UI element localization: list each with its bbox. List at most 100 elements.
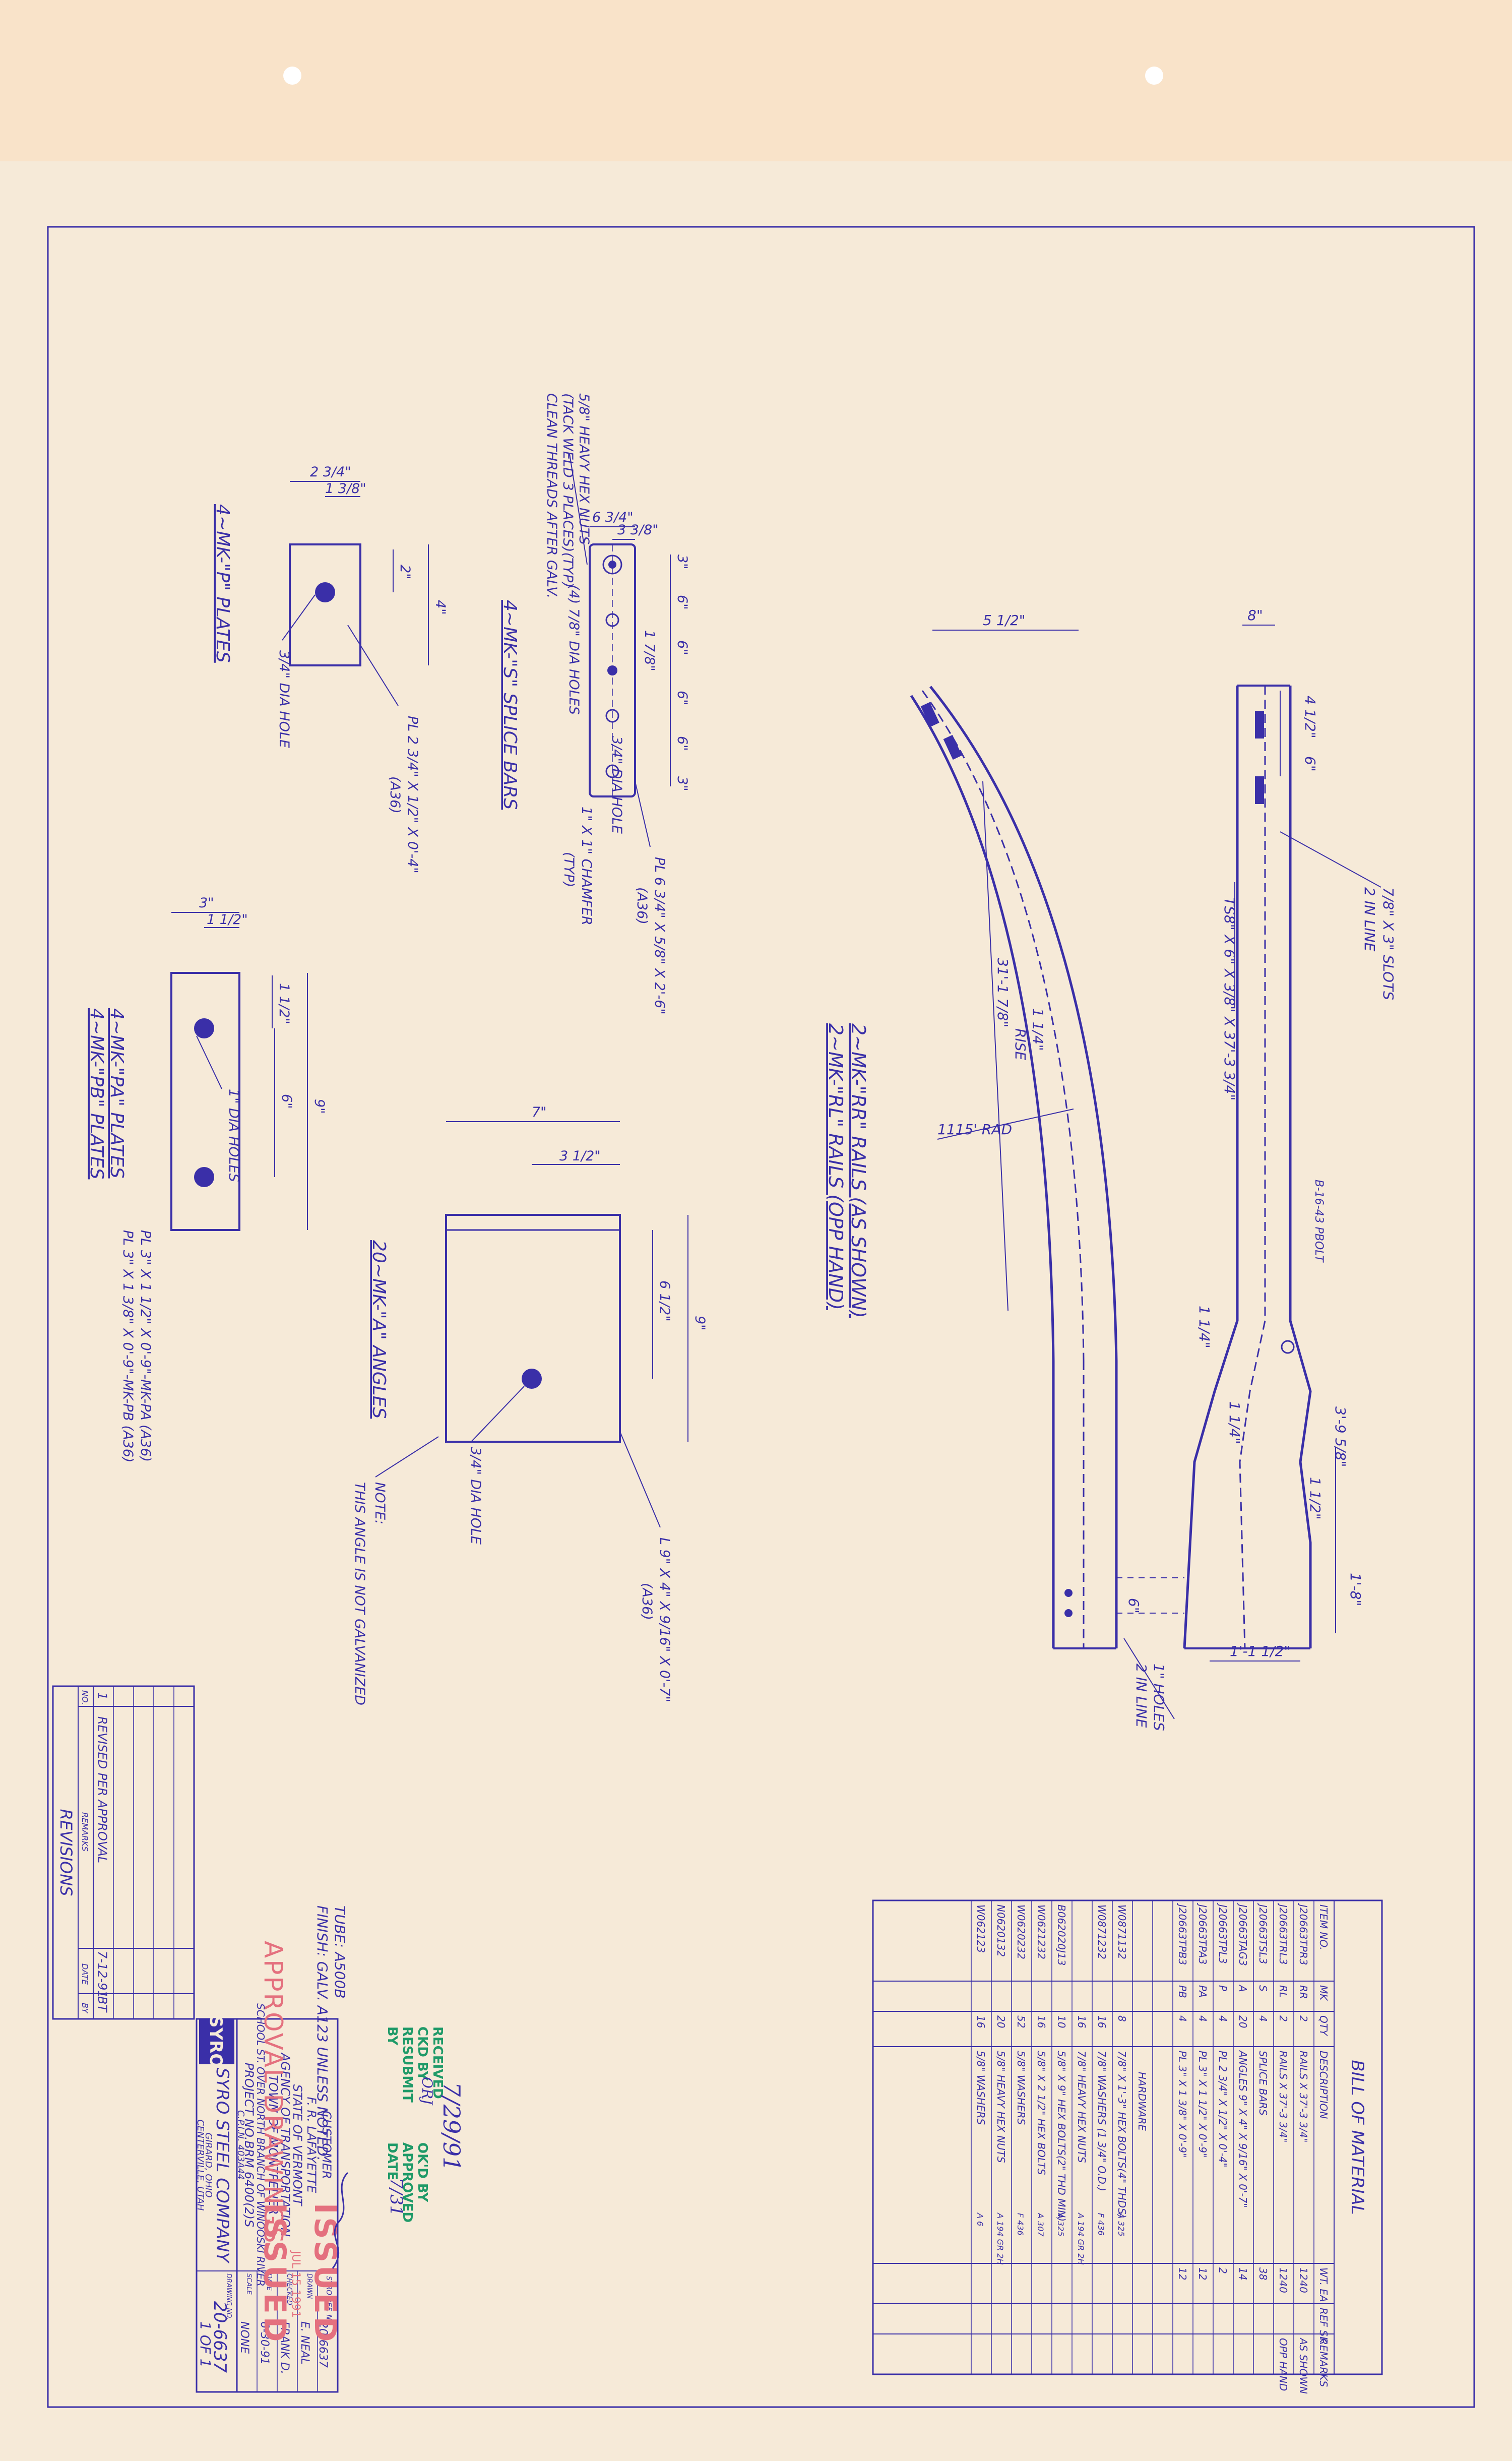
angle-dim-6-1-2: 6 1/2": [657, 1280, 672, 1322]
bom-cell: OPP HAND: [1277, 2338, 1289, 2391]
splice-title: 4~MK-"S" SPLICE BARS: [499, 600, 520, 810]
angle-drawing: 7" 3 1/2" 6 1/2" 9" 3/4" DIA HOLE L 9" X…: [352, 1104, 708, 1705]
stamp-received: RECEIVED: [430, 2026, 445, 2099]
angle-a36: (A36): [639, 1583, 655, 1620]
bom-cell: A: [1237, 1984, 1249, 1992]
dim-rail-1-1-2: 1 1/2": [1307, 1477, 1324, 1520]
punch-hole-right: [1145, 67, 1163, 85]
tb-ref-no: 20-6637: [317, 2321, 329, 2368]
p-dim-2-3-4: 2 3/4": [310, 464, 351, 480]
dim-rail-6: 6": [1302, 756, 1318, 772]
bom-cell: 4: [1176, 2015, 1188, 2022]
angle-hole: [522, 1369, 542, 1389]
pa-plate-outline: [170, 972, 240, 1231]
bom-hw-cell: 5/8" WASHERS: [1015, 2051, 1027, 2125]
pa-plate-title-2: 4~MK-"PB" PLATES: [86, 1008, 107, 1179]
handwritten-signature: [332, 2172, 349, 2269]
bom-column-lines: [873, 1900, 1334, 2374]
dim-rail-1-1-4a: 1 1/4": [1196, 1306, 1213, 1348]
bom-hw-grade: F 436: [1096, 2213, 1106, 2236]
bom-cell: PA: [1196, 1985, 1209, 1998]
p-plate-drawing: 2 3/4" 1 3/8" 2" 4" 3/4" DIA HOLE PL 2 3…: [212, 464, 448, 874]
bom-cell: J20663TPL3: [1217, 1902, 1229, 1964]
bom-cell: SPLICE BARS: [1257, 2051, 1269, 2116]
splice-spacing-3: 6": [674, 691, 690, 706]
stamp-hand-init: ORJ: [419, 2077, 435, 2106]
splice-spacing-4: 6": [674, 736, 690, 751]
bom-cell: J20663TPB3: [1176, 1902, 1188, 1965]
bom-hw-cell: N0620132: [995, 1904, 1007, 1957]
bom-hw-grade: A 325: [1116, 2212, 1126, 2237]
bom-cell: J20663TRL3: [1277, 1902, 1289, 1965]
tb-project: PROJECT NO.BRM 6400(2)S: [242, 2063, 256, 2228]
rail-section-note: TS8" X 6" X 3/8" X 37'-3 3/4": [1221, 897, 1238, 1100]
bom-cell: J20663TPR3: [1297, 1902, 1309, 1965]
bom-cell: 2: [1217, 2267, 1229, 2274]
syro-logo: [199, 2019, 234, 2064]
bom-cell: J20663TSL3: [1257, 1902, 1269, 1964]
rail-holes-note-2: 2 IN LINE: [1133, 1664, 1150, 1728]
bom-cell: AS SHOWN: [1297, 2337, 1309, 2394]
pa-dim-1-1-2b: 1 1/2": [276, 983, 292, 1024]
rev-col-date: DATE: [80, 1963, 90, 1985]
bom-cell: 38: [1257, 2267, 1269, 2280]
tb-company: SYRO STEEL COMPANY: [212, 2068, 232, 2264]
bom-hw-cell: 7/8" HEAVY HEX NUTS: [1076, 2051, 1088, 2163]
rail-title-rr: 2~MK-"RR" RAILS (AS SHOWN): [847, 1023, 869, 1318]
bom-hw-cell: 5/8" HEAVY HEX NUTS: [995, 2051, 1007, 2163]
bom-cell: RL: [1277, 1985, 1289, 1998]
rev-col-no: NO.: [80, 1690, 90, 1705]
pa-dim-9: 9": [311, 1099, 327, 1114]
bom-hw-cell: B062020J13: [1055, 1904, 1067, 1965]
tb-drawn-label: DRAWN: [305, 2273, 313, 2299]
bom-header: MK: [1317, 1985, 1330, 2001]
rail-curve-top: [910, 695, 1055, 1362]
angle-section: L 9" X 4" X 9/16" X 0'-7": [657, 1537, 672, 1702]
p-plate-title: 4~MK-"P" PLATES: [212, 504, 233, 663]
rev-col-desc: REMARKS: [80, 1812, 90, 1852]
splice-note-1: 5/8" HEAVY HEX NUTS: [576, 393, 592, 545]
bom-hw-cell: W0621232: [1035, 1904, 1047, 1959]
dim-rail-3-9-5-8: 3'-9 5/8": [1332, 1406, 1349, 1467]
bom-cell: J20663TAG3: [1237, 1902, 1249, 1966]
stamp-approved: APPROVED: [400, 2142, 415, 2223]
rail-slots-note-2: 2 IN LINE: [1361, 887, 1378, 952]
bom-hw-grade: F 436: [1016, 2213, 1025, 2236]
bom-hw-cell: 5/8" WASHERS: [975, 2051, 987, 2125]
bom-header: DESCRIPTION: [1317, 2051, 1330, 2119]
stamp-issued-2: ISSUED: [307, 2203, 343, 2345]
tb-agency-2: AGENCY OF TRANSPORTATION: [278, 2052, 292, 2237]
splice-dim-6-3-4: 6 3/4": [592, 510, 634, 525]
splice-spacing-0: 3": [674, 555, 690, 570]
bom-title: BILL OF MATERIAL: [1347, 2060, 1367, 2214]
bom-cell: 4: [1257, 2015, 1269, 2022]
bom-hw-cell: W062123: [975, 1904, 987, 1953]
bom-hw-grade: A 194 GR 2H: [995, 2212, 1005, 2264]
bom-hw-cell: 16: [1096, 2015, 1108, 2028]
title-block: CUSTOMER F. R. LAFAYETTE STATE OF VERMON…: [195, 2003, 339, 2393]
dim-rail-5-1-2: 5 1/2": [983, 612, 1026, 629]
pa-dim-3: 3": [199, 895, 214, 911]
angle-hole-note: 3/4" DIA HOLE: [468, 1447, 483, 1545]
syro-logo-text: SYRO: [206, 2015, 226, 2068]
bom-cell: J20663TPA3: [1196, 1902, 1209, 1964]
bom-cell: PL 2 3/4" X 1/2" X 0'-4": [1217, 2051, 1229, 2168]
dim-rail-1-8: 1'-8": [1347, 1573, 1364, 1606]
bom-hw-cell: 5/8" X 2 1/2" HEX BOLTS: [1035, 2051, 1047, 2175]
bom-cell: RAILS X 37'-3 3/4": [1297, 2051, 1309, 2142]
bom-hw-grade: A 194 GR 2H: [1076, 2212, 1086, 2264]
tb-sheet: 1 OF 1: [197, 2321, 214, 2368]
dim-rail-6b: 6": [1125, 1598, 1142, 1614]
p-plate-outline: [289, 543, 361, 666]
tb-cpi: C.P.I.N. 403A44: [235, 2110, 246, 2180]
pa-holes-note: 1" DIA HOLES: [226, 1089, 241, 1182]
paper-tint: [0, 0, 1512, 161]
tb-dwg-label: DRAWING NO.: [225, 2273, 232, 2320]
splice-spacing-5: 3": [674, 776, 690, 791]
dim-rail-8: 8": [1247, 607, 1263, 624]
rev-row-date: 7-12-91: [95, 1951, 109, 1998]
tb-checked-label: CHECKED: [285, 2273, 293, 2305]
pa-dim-1-1-2: 1 1/2": [207, 912, 248, 928]
